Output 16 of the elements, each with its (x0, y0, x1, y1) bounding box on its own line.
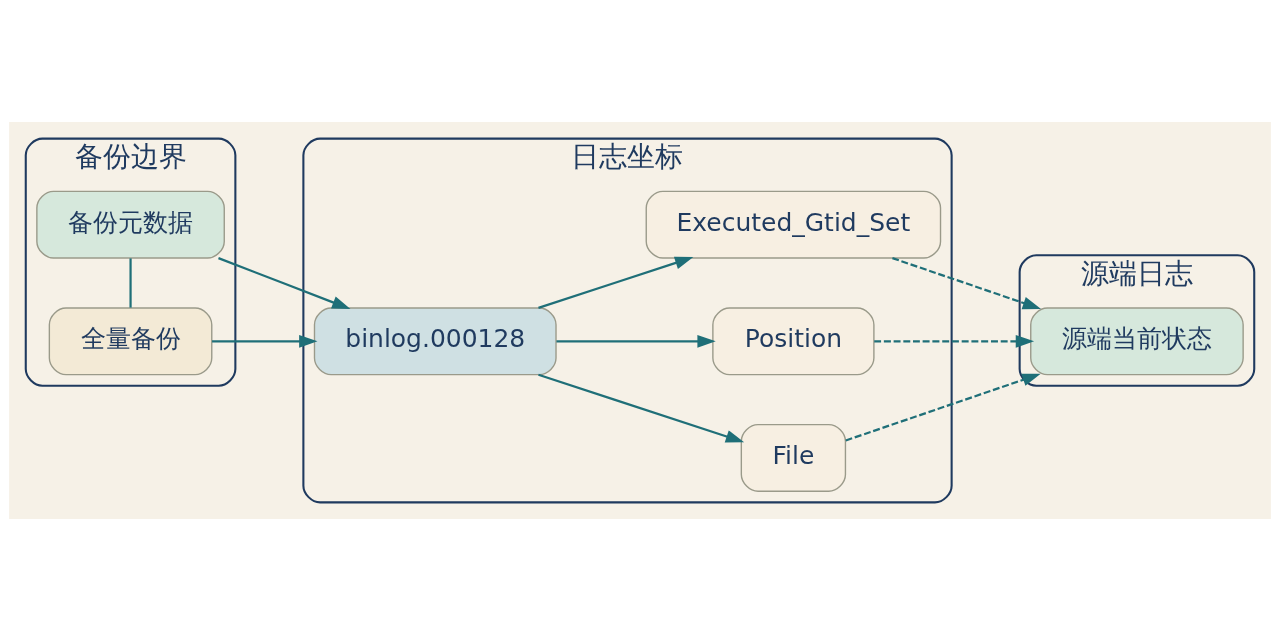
arrow (218, 256, 351, 309)
node-box: 全量备份 (48, 306, 213, 375)
node-box: File (740, 423, 847, 492)
arrow (212, 334, 318, 348)
arrow (874, 334, 1035, 348)
arrow (892, 256, 1042, 309)
arrow (538, 256, 694, 309)
node-box: Position (712, 306, 875, 375)
arrow (538, 373, 745, 443)
node-box: binlog.000128 (313, 306, 557, 375)
connector (129, 257, 132, 308)
node-box: Executed_Gtid_Set (645, 190, 942, 259)
node-box: 源端当前状态 (1030, 306, 1244, 375)
arrow (556, 334, 716, 348)
arrow (845, 373, 1041, 441)
node-box: 备份元数据 (36, 190, 225, 259)
